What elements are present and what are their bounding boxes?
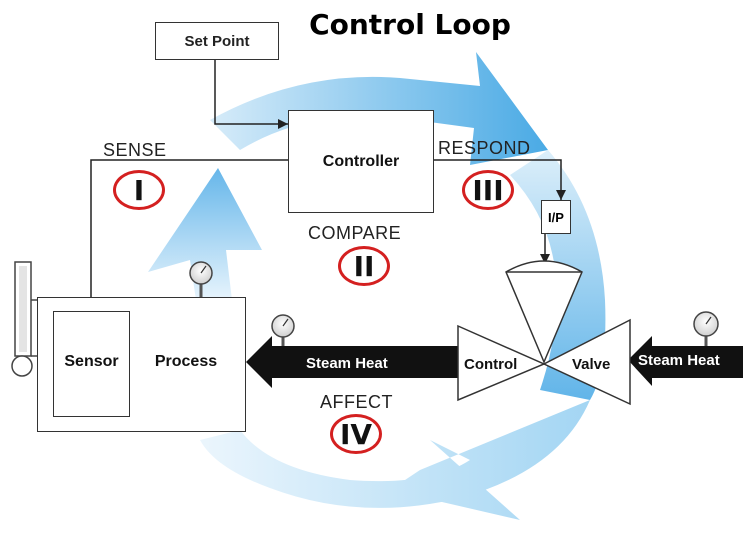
step-affect-numeral: IV	[330, 414, 382, 454]
steam-heat-inlet-label: Steam Heat	[306, 355, 388, 372]
process-label: Process	[154, 353, 218, 370]
controller-box: Controller	[288, 110, 434, 213]
controller-label: Controller	[322, 152, 400, 170]
valve-body-right	[542, 318, 631, 406]
step-sense-label: SENSE	[103, 140, 167, 160]
valve-right-label: Valve	[572, 356, 611, 373]
valve-left-label: Control	[464, 356, 518, 373]
ip-converter-box: I/P	[541, 200, 571, 234]
diagram-title: Control Loop	[309, 8, 511, 41]
sensor-label: Sensor	[64, 353, 119, 370]
step-sense-numeral: I	[113, 170, 165, 210]
step-respond-numeral: III	[462, 170, 514, 210]
cycle-arrow-top	[210, 52, 548, 165]
set-point-label: Set Point	[184, 32, 250, 50]
steam-arrow-right	[628, 336, 743, 386]
step-compare-numeral: II	[338, 246, 390, 286]
step-affect-label: AFFECT	[320, 392, 393, 412]
steam-arrow-left	[246, 336, 460, 388]
cycle-arrow-bottom	[200, 400, 590, 520]
sensor-box	[53, 311, 130, 417]
cycle-arrow-left	[148, 168, 262, 300]
step-compare-label: COMPARE	[308, 223, 402, 243]
ip-label: I/P	[548, 209, 564, 225]
step-respond-label: RESPOND	[438, 138, 531, 158]
steam-heat-outlet-label: Steam Heat	[638, 352, 720, 369]
set-point-box: Set Point	[155, 22, 279, 60]
valve-body	[457, 324, 546, 402]
